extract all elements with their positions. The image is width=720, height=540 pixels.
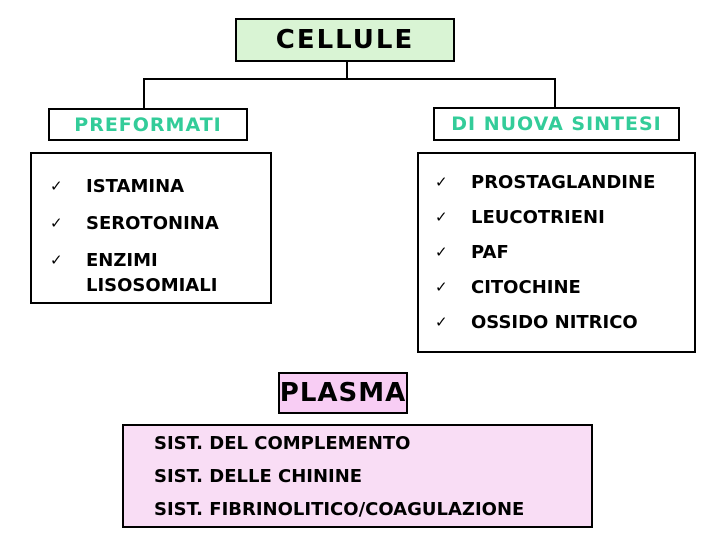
- list-item-label: PAF: [471, 242, 509, 263]
- connector-root-vertical: [346, 60, 348, 79]
- list-item: ✓ SEROTONINA: [50, 211, 264, 236]
- list-item-label: LEUCOTRIENI: [471, 207, 605, 228]
- list-item-label: OSSIDO NITRICO: [471, 312, 638, 333]
- list-item-label: ISTAMINA: [86, 176, 185, 197]
- check-icon: ✓: [435, 243, 448, 261]
- list-item-label: SEROTONINA: [86, 213, 219, 234]
- plasma-list: SIST. DEL COMPLEMENTO SIST. DELLE CHININ…: [122, 424, 593, 528]
- check-icon: ✓: [435, 313, 448, 331]
- plasma-label: PLASMA: [279, 378, 407, 408]
- preformati-label: PREFORMATI: [74, 113, 222, 136]
- connector-right-vertical: [554, 78, 556, 108]
- list-item: ✓ ENZIMI LISOSOMIALI: [50, 248, 264, 298]
- cellule-label: CELLULE: [275, 25, 415, 55]
- list-item-label: PROSTAGLANDINE: [471, 172, 656, 193]
- check-icon: ✓: [435, 173, 448, 191]
- di-nuova-sintesi-box: DI NUOVA SINTESI: [433, 107, 680, 141]
- list-item: ✓ PROSTAGLANDINE: [435, 170, 690, 195]
- plasma-list-item: SIST. DELLE CHININE: [154, 465, 363, 487]
- check-icon: ✓: [50, 214, 63, 232]
- di-nuova-sintesi-label: DI NUOVA SINTESI: [451, 113, 662, 135]
- di-nuova-sintesi-list: ✓ PROSTAGLANDINE ✓ LEUCOTRIENI ✓ PAF ✓ C…: [417, 152, 696, 353]
- check-icon: ✓: [50, 251, 63, 269]
- list-item: ✓ LEUCOTRIENI: [435, 205, 690, 230]
- plasma-list-item: SIST. FIBRINOLITICO/COAGULAZIONE: [154, 498, 525, 520]
- list-item: ✓ ISTAMINA: [50, 174, 264, 199]
- connector-left-vertical: [143, 78, 145, 109]
- check-icon: ✓: [435, 278, 448, 296]
- list-item-label: ENZIMI LISOSOMIALI: [86, 250, 218, 296]
- connector-horizontal: [143, 78, 556, 80]
- check-icon: ✓: [50, 177, 63, 195]
- plasma-list-item: SIST. DEL COMPLEMENTO: [154, 432, 411, 454]
- cellule-box: CELLULE: [235, 18, 455, 62]
- preformati-box: PREFORMATI: [48, 108, 248, 141]
- list-item: ✓ OSSIDO NITRICO: [435, 310, 690, 335]
- list-item: ✓ CITOCHINE: [435, 275, 690, 300]
- check-icon: ✓: [435, 208, 448, 226]
- preformati-list: ✓ ISTAMINA ✓ SEROTONINA ✓ ENZIMI LISOSOM…: [30, 152, 272, 304]
- list-item-label: CITOCHINE: [471, 277, 581, 298]
- list-item: ✓ PAF: [435, 240, 690, 265]
- plasma-box: PLASMA: [278, 372, 408, 414]
